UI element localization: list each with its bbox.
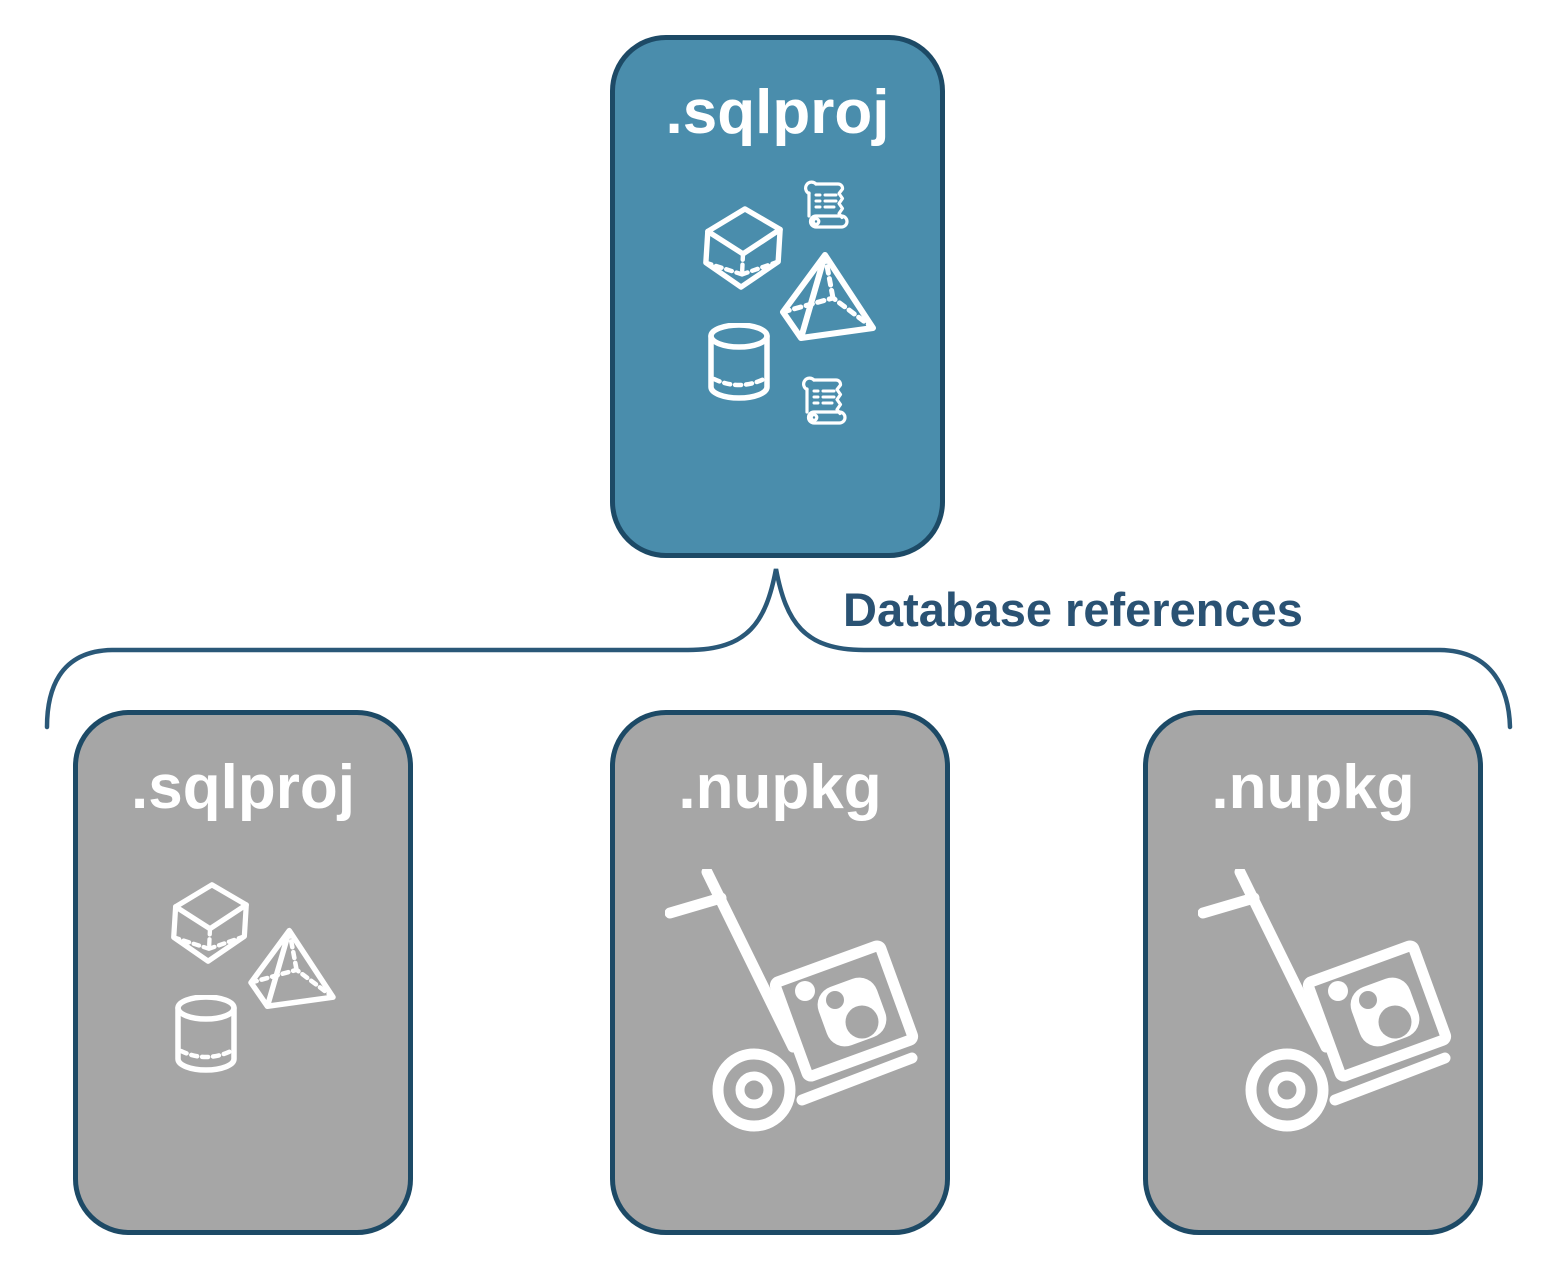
scroll-icon bbox=[800, 180, 854, 232]
package-dolly-icon bbox=[1198, 869, 1458, 1159]
cylinder-icon bbox=[173, 995, 239, 1075]
root-box-title: .sqlproj bbox=[665, 78, 890, 147]
cube-icon bbox=[168, 881, 252, 965]
child-box-title: .sqlproj bbox=[131, 753, 355, 822]
child-nupkg-box-1: .nupkg bbox=[610, 710, 950, 1235]
child-nupkg-box-2: .nupkg bbox=[1143, 710, 1483, 1235]
cube-icon bbox=[700, 205, 786, 291]
child-sqlproj-box: .sqlproj bbox=[73, 710, 413, 1235]
connector-label: Database references bbox=[843, 583, 1303, 636]
pyramid-icon bbox=[778, 251, 878, 341]
root-sqlproj-box: .sqlproj bbox=[610, 35, 945, 558]
cylinder-icon bbox=[705, 323, 773, 403]
pyramid-icon bbox=[243, 927, 341, 1009]
package-dolly-icon bbox=[665, 869, 925, 1159]
child-box-title: .nupkg bbox=[1211, 753, 1415, 822]
scroll-icon bbox=[798, 375, 852, 429]
child-box-title: .nupkg bbox=[678, 753, 882, 822]
